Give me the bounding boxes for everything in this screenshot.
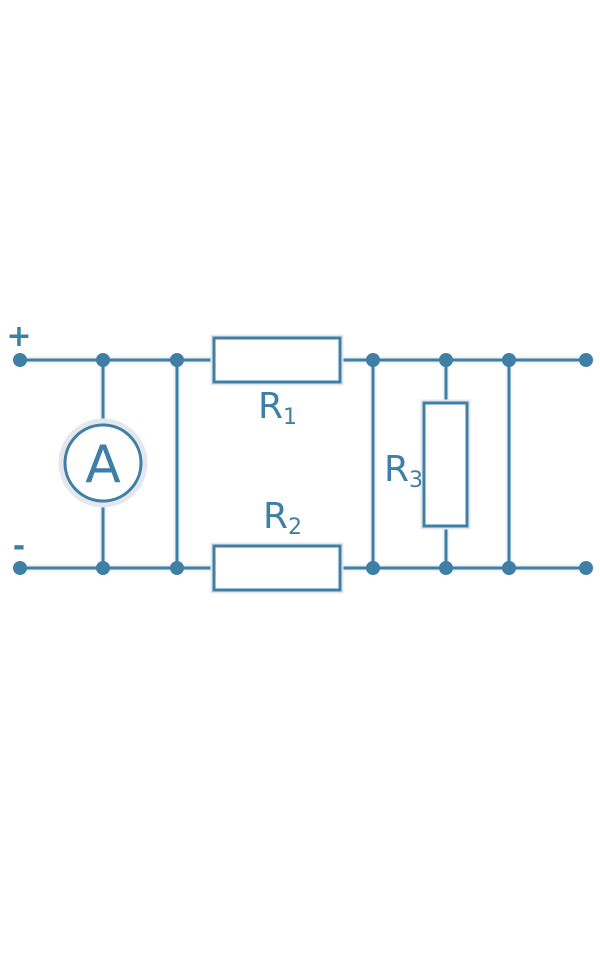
junction-node — [439, 353, 453, 367]
junction-node — [170, 561, 184, 575]
output-terminal-top[interactable] — [579, 353, 593, 367]
junction-node — [96, 561, 110, 575]
terminal-plus[interactable] — [13, 353, 27, 367]
minus-sign: - — [13, 529, 25, 564]
r3-label: R3 — [384, 449, 423, 493]
ammeter-label: A — [85, 435, 121, 495]
junction-node — [170, 353, 184, 367]
ammeter-icon: A — [58, 418, 148, 508]
junction-node — [502, 561, 516, 575]
r1-label: R1 — [258, 386, 297, 430]
resistor-r3 — [422, 401, 469, 528]
plus-sign: + — [6, 319, 31, 354]
output-terminal-bottom[interactable] — [579, 561, 593, 575]
junction-node — [366, 561, 380, 575]
resistor-r2 — [212, 544, 342, 592]
junction-nodes — [13, 353, 593, 575]
junction-node — [502, 353, 516, 367]
resistor-r1 — [212, 336, 342, 384]
junction-node — [96, 353, 110, 367]
junction-node — [366, 353, 380, 367]
junction-node — [439, 561, 453, 575]
terminal-minus[interactable] — [13, 561, 27, 575]
r2-label: R2 — [263, 496, 302, 540]
